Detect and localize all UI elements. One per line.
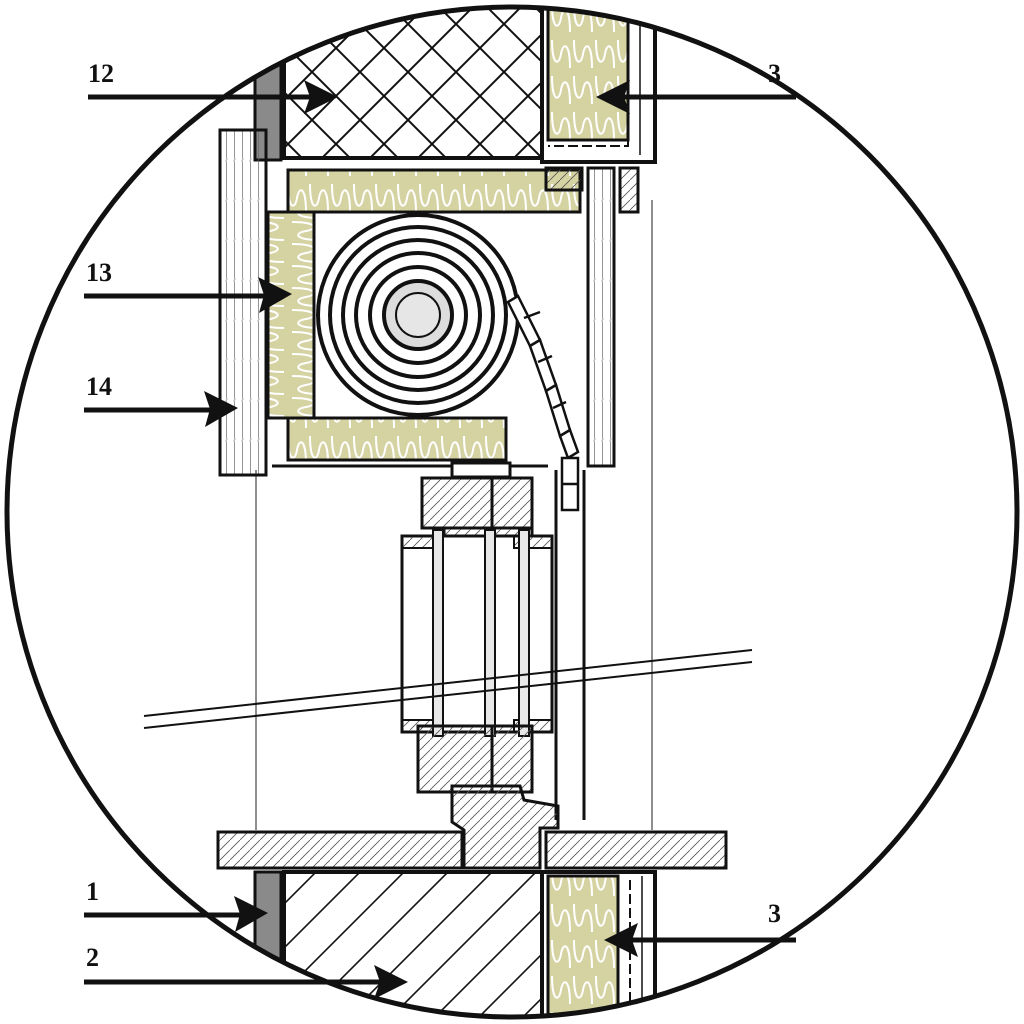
facade-board-14 [218,128,268,477]
callout-12: 12 [88,59,338,114]
vapor-barrier-line [548,7,629,147]
box-corner-block [618,166,640,214]
callout-label-3-bottom: 3 [768,899,781,928]
callout-label-2: 2 [86,943,99,972]
interior-sill-board [544,830,728,870]
break-line [143,649,753,729]
bottom-insulation-3 [546,874,620,1017]
detail-circle-content [143,7,753,1017]
exterior-sill-board [216,830,464,870]
shutter-slats [506,294,580,512]
callouts: 12 3 13 14 1 2 [84,59,796,999]
callout-2: 2 [84,943,408,999]
callout-label-12: 12 [88,59,114,88]
callout-label-14: 14 [86,372,112,401]
roller-shutter-coil [316,213,520,417]
box-top-insulation [286,168,582,214]
top-insulation-frame [540,7,657,164]
lintel-concrete-block [282,7,544,160]
callout-14: 14 [84,372,238,427]
top-insulation-3 [546,7,630,142]
wall-masonry-2 [282,870,544,1017]
inner-box-board [586,166,616,468]
window-sill-frame [416,724,560,870]
callout-3-bottom: 3 [604,899,796,957]
box-corner-block [544,166,584,192]
callout-1: 1 [84,877,268,932]
window-sash-glazing [400,529,554,737]
callout-label-1: 1 [86,877,99,906]
box-side-insulation-13 [266,210,316,420]
callout-label-13: 13 [86,258,112,287]
callout-3-top: 3 [596,59,796,114]
bottom-insulation-frame [542,870,657,1017]
detail-circle-outline [4,4,1020,1020]
callout-label-3-top: 3 [768,59,781,88]
box-bottom-insulation [286,416,508,462]
callout-13: 13 [84,258,292,313]
